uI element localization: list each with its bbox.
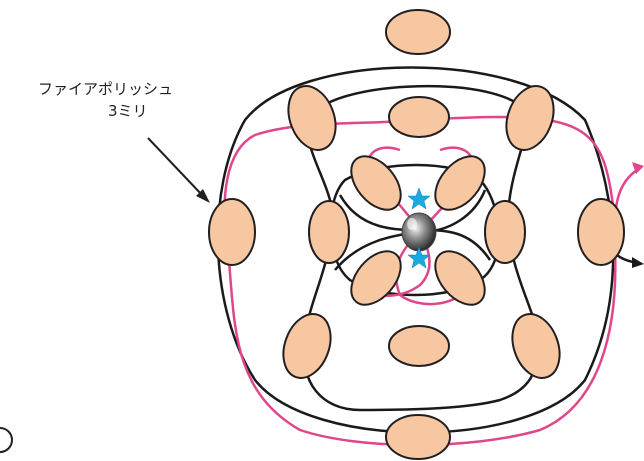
label-arrow-icon: [147, 137, 210, 203]
bead-lower-right: [511, 313, 561, 379]
bead-inner-lower-right: [434, 250, 486, 306]
bead-label: ファイアポリッシュ 3ミリ: [38, 80, 173, 120]
bead-mid-left: [308, 200, 350, 264]
beads: [208, 9, 625, 460]
bead-top: [385, 9, 451, 55]
bead-upper-left: [287, 85, 337, 151]
bead-inner-lower-left: [350, 250, 402, 306]
bead-right: [577, 198, 625, 266]
bead-left: [208, 198, 256, 266]
bead-mid-top: [388, 96, 450, 138]
bead-mid-right: [484, 200, 526, 264]
bead-inner-upper-left: [350, 155, 402, 211]
center-bead: [401, 212, 437, 252]
star-icon: [407, 187, 431, 269]
bead-lower-left: [282, 313, 332, 379]
bead-mid-bottom: [388, 325, 450, 367]
bead-upper-right: [505, 85, 555, 151]
bead-inner-upper-right: [434, 155, 486, 211]
edge-mark: [0, 427, 13, 453]
bead-name-label: ファイアポリッシュ: [38, 80, 173, 98]
bead-bottom: [385, 414, 451, 460]
bead-size-label: 3ミリ: [108, 102, 148, 120]
pink-arrow-icon: [632, 162, 644, 174]
